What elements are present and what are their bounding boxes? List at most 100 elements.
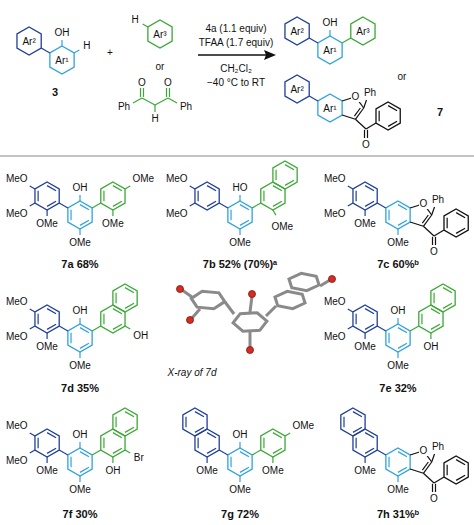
atom-label: Ph [431, 194, 445, 205]
ring-bond [341, 408, 365, 436]
bond-line [422, 462, 428, 470]
bond-line [79, 352, 80, 358]
atom-label: O [429, 246, 439, 257]
double-bond [195, 412, 204, 417]
double-bond [38, 191, 39, 201]
atom-label: OMe [68, 484, 92, 495]
double-bond [47, 309, 56, 314]
atom-label: Ar³ [355, 26, 370, 37]
atom-label: Ph [363, 87, 377, 98]
atom-label: Ar² [289, 84, 304, 95]
double-bond [47, 433, 56, 438]
bond-line [190, 203, 195, 206]
scheme-text: H [150, 113, 159, 124]
scheme-text: or [397, 71, 408, 82]
ring-bond [376, 102, 400, 130]
bond-line [434, 477, 444, 483]
xray-bond [249, 332, 252, 348]
atom-label: OH [232, 429, 249, 440]
atom-label: OMe [35, 218, 59, 229]
double-bond [47, 201, 56, 206]
double-bond [365, 186, 374, 191]
ring-bond [148, 20, 172, 48]
atom-label: OMe [35, 341, 59, 352]
atom-label: Ar¹ [322, 103, 337, 114]
bond-line [112, 210, 113, 216]
bond-line [423, 473, 434, 483]
double-bond [240, 452, 249, 457]
double-bond [353, 427, 362, 432]
bond-line [348, 326, 353, 329]
double-bond [456, 228, 465, 233]
ring-bond [353, 305, 377, 333]
bond-line [285, 433, 290, 436]
double-bond [456, 460, 465, 465]
xray-bond [250, 296, 252, 312]
double-bond [38, 438, 39, 448]
double-bond [356, 314, 357, 324]
double-bond [80, 343, 89, 348]
ring-bond [101, 182, 125, 210]
double-bond [80, 205, 89, 210]
scheme-text: −40 °C to RT [206, 77, 266, 88]
double-bond [125, 427, 134, 432]
atom-label: Ar³ [152, 29, 167, 40]
ring-bond [228, 448, 252, 476]
bond-line [309, 38, 318, 43]
bond-line [30, 309, 35, 312]
atom-label: O [429, 493, 439, 504]
bond-line [432, 207, 435, 215]
double-bond [285, 180, 294, 185]
bond-line [46, 210, 47, 216]
bond-line [30, 203, 35, 206]
bond-line [342, 38, 351, 43]
double-bond [273, 201, 282, 206]
scheme-text: Ph [179, 101, 193, 112]
double-bond [103, 438, 104, 448]
double-bond [125, 288, 134, 293]
ring-bond [318, 94, 342, 122]
bond-line [166, 88, 167, 97]
atom-label: MeO [323, 173, 347, 184]
double-bond [398, 220, 407, 225]
bond-line [133, 98, 142, 103]
atom-label: OMe [68, 360, 92, 371]
atom-label: OMe [261, 465, 285, 476]
double-bond [80, 328, 89, 333]
bond-line [92, 203, 101, 208]
bond-line [46, 457, 47, 463]
double-bond [115, 417, 116, 427]
compound-label: 7d 35% [60, 382, 100, 394]
atom-label: H [130, 14, 139, 25]
bond-line [355, 119, 366, 129]
bond-line [169, 88, 170, 97]
double-bond [240, 205, 249, 210]
bond-line [59, 326, 68, 331]
bond-line [79, 318, 80, 324]
scheme-text: O [137, 77, 147, 88]
double-bond [388, 457, 389, 467]
bond-line [79, 442, 80, 448]
scheme-text: 4a (1.1 equiv) [204, 23, 267, 34]
double-bond [365, 324, 374, 329]
atom-label: OH [72, 182, 89, 193]
bond-line [377, 203, 386, 208]
atom-label: OMe [353, 218, 377, 229]
xray-bond [320, 280, 330, 286]
xray-structure [177, 273, 336, 353]
double-bond [80, 452, 89, 457]
double-bond [431, 324, 440, 329]
bond-line [252, 203, 261, 208]
bond-line [422, 215, 428, 223]
bond-line [61, 40, 62, 46]
bond-line [329, 30, 330, 36]
double-bond [365, 201, 374, 206]
atom-label: OMe [291, 420, 315, 431]
double-bond [275, 170, 276, 180]
double-bond [273, 186, 282, 191]
double-bond [207, 433, 216, 438]
ring-bond [386, 324, 410, 352]
bond-line [435, 484, 436, 492]
double-bond [398, 467, 407, 472]
atom-label: MeO [5, 331, 29, 342]
